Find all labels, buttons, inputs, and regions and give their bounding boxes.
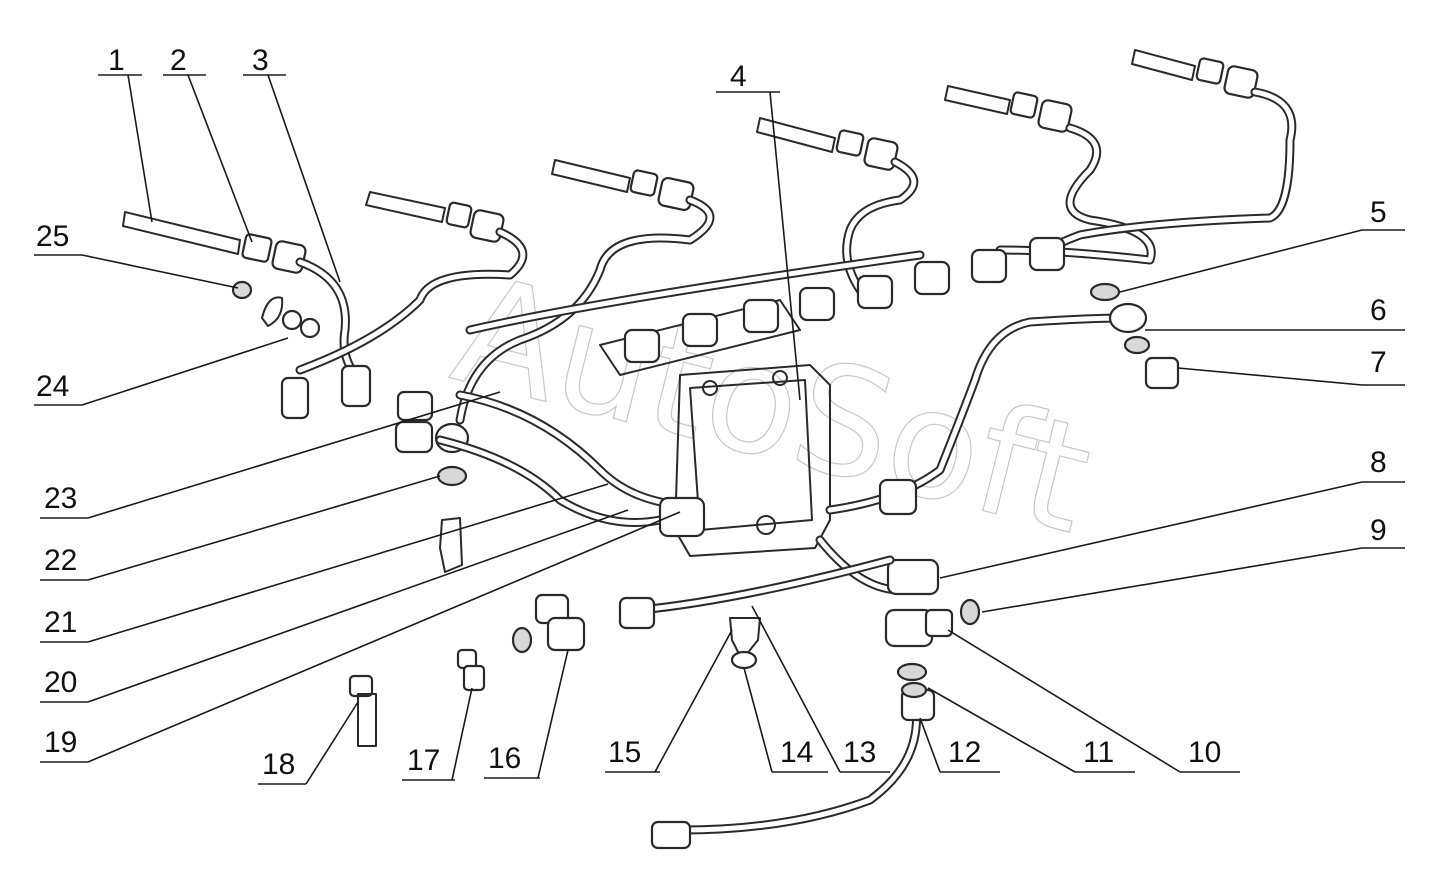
- left-small-parts: [231, 280, 321, 339]
- svg-text:23: 23: [44, 482, 77, 515]
- callout-9: 9: [981, 514, 1405, 613]
- callout-12: 12: [919, 717, 1000, 773]
- callout-4: 4: [716, 60, 801, 401]
- callout-20: 20: [40, 509, 629, 703]
- callout-7: 7: [1177, 346, 1405, 386]
- svg-text:4: 4: [730, 60, 747, 93]
- left-fittings: [280, 364, 470, 487]
- svg-text:7: 7: [1370, 346, 1387, 379]
- callout-18: 18: [258, 701, 359, 785]
- callout-6: 6: [1145, 294, 1405, 331]
- high-pressure-lines: [295, 87, 1297, 425]
- callout-19: 19: [40, 511, 681, 763]
- svg-text:6: 6: [1370, 294, 1387, 327]
- svg-text:11: 11: [1083, 736, 1114, 769]
- injector-6: [1131, 49, 1259, 99]
- callout-5: 5: [1119, 196, 1405, 293]
- svg-text:19: 19: [44, 726, 77, 759]
- svg-text:1: 1: [108, 44, 125, 77]
- callout-22: 22: [40, 475, 441, 581]
- svg-text:9: 9: [1370, 514, 1387, 547]
- callout-13: 13: [751, 605, 890, 773]
- callout-15: 15: [605, 629, 733, 773]
- callout-2: 2: [163, 44, 253, 243]
- svg-text:3: 3: [252, 44, 269, 77]
- injector-4: [756, 117, 899, 171]
- svg-text:21: 21: [44, 606, 77, 639]
- injector-3: [551, 159, 695, 212]
- injector-1: [122, 211, 307, 274]
- svg-text:25: 25: [36, 220, 69, 253]
- callout-1: 1: [98, 44, 153, 223]
- svg-text:13: 13: [843, 736, 876, 769]
- svg-text:15: 15: [608, 736, 641, 769]
- injector-5: [944, 85, 1073, 133]
- svg-text:5: 5: [1370, 196, 1387, 229]
- callout-11: 11: [927, 687, 1135, 773]
- callout-8: 8: [939, 446, 1405, 579]
- svg-text:12: 12: [948, 736, 981, 769]
- callout-3: 3: [243, 44, 341, 283]
- callout-16: 16: [484, 649, 569, 779]
- callout-17: 17: [402, 687, 473, 781]
- svg-text:22: 22: [44, 544, 77, 577]
- svg-text:17: 17: [407, 744, 440, 777]
- callout-23: 23: [40, 391, 501, 519]
- svg-text:8: 8: [1370, 446, 1387, 479]
- callout-10: 10: [947, 629, 1240, 773]
- svg-text:24: 24: [36, 370, 69, 403]
- delivery-valve-nuts: [623, 236, 1066, 364]
- banjo-fitting-right: [1089, 282, 1180, 390]
- fuel-return-lines: [435, 313, 1130, 596]
- callout-25: 25: [34, 220, 239, 289]
- callout-14: 14: [743, 667, 828, 773]
- svg-text:10: 10: [1188, 736, 1221, 769]
- svg-text:2: 2: [170, 44, 187, 77]
- svg-text:14: 14: [780, 736, 813, 769]
- callout-24: 24: [34, 337, 289, 406]
- injector-2: [365, 191, 505, 243]
- svg-text:18: 18: [262, 748, 295, 781]
- callout-21: 21: [40, 483, 609, 643]
- svg-text:16: 16: [488, 742, 521, 775]
- svg-text:20: 20: [44, 666, 77, 699]
- lower-parts: [348, 517, 981, 850]
